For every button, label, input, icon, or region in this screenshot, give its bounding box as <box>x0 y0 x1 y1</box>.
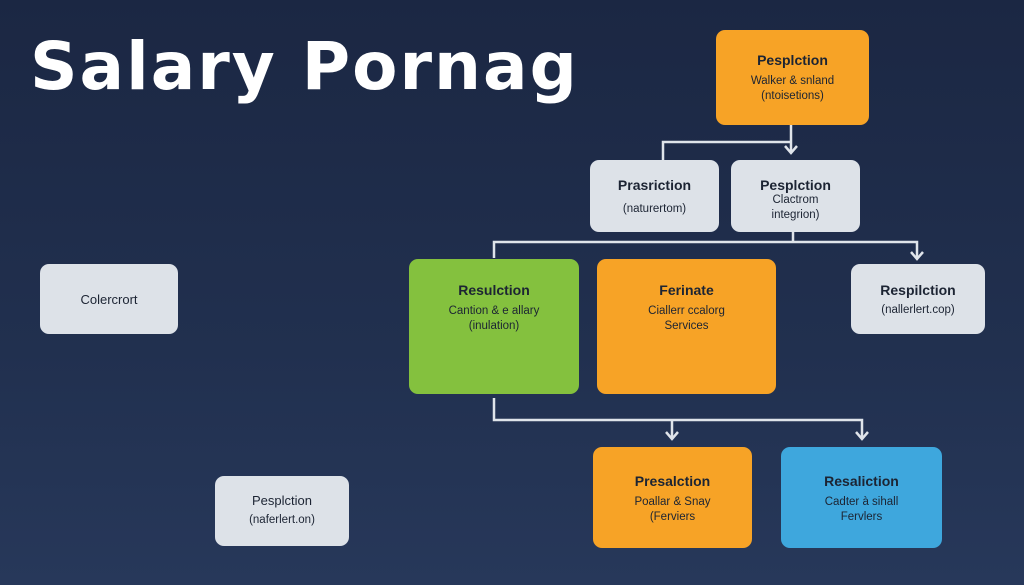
node-text: Cadter à sihall <box>824 496 899 508</box>
node-mid-left: Prasriction (naturertom) <box>590 160 719 232</box>
node-orange-mid: Ferinate Ciallerr ccalorg Services <box>597 259 776 394</box>
node-text: (Ferviers <box>649 511 696 523</box>
node-text: Services <box>664 320 709 332</box>
connector-top <box>661 125 793 160</box>
connector-mid <box>492 232 919 258</box>
node-text: (inulation) <box>468 320 520 332</box>
node-heading: Pesplction <box>252 493 312 508</box>
node-text: (ntoisetions) <box>761 90 824 102</box>
node-text: (naferlert.on) <box>249 514 315 526</box>
node-bottom-left: Pesplction (naferlert.on) <box>215 476 349 546</box>
connector-bottom <box>492 398 864 438</box>
node-bottom-blue: Resaliction Cadter à sihall Fervlers <box>781 447 942 548</box>
arrow-head-icon <box>910 251 924 261</box>
node-text: Ciallerr ccalorg <box>648 305 725 317</box>
node-text: Poallar & Snay <box>634 496 711 508</box>
node-heading: Colercrort <box>80 291 138 307</box>
node-text: (nallerlert.cop) <box>881 304 955 316</box>
node-heading: Resulction <box>458 282 530 298</box>
arrow-head-icon <box>855 431 869 441</box>
node-text: Clactrom <box>772 194 819 206</box>
diagram-title: Salary Pornag <box>30 28 579 105</box>
arrow-head-icon <box>665 431 679 441</box>
node-text: Walker & snland <box>750 75 835 87</box>
node-heading: Presalction <box>634 473 711 489</box>
node-heading: Ferinate <box>659 282 714 298</box>
node-left: Colercrort <box>40 264 178 334</box>
node-bottom-orange: Presalction Poallar & Snay (Ferviers <box>593 447 752 548</box>
node-heading: Pesplction <box>757 52 828 68</box>
node-mid-right: Pesplction Clactrom integrion) <box>731 160 860 232</box>
node-green: Resulction Cantion & e allary (inulation… <box>409 259 579 394</box>
node-right: Respilction (nallerlert.cop) <box>851 264 985 334</box>
node-heading: Resaliction <box>824 473 899 489</box>
node-top: Pesplction Walker & snland (ntoisetions) <box>716 30 869 125</box>
node-heading: Pesplction <box>760 177 831 193</box>
node-text: Fervlers <box>840 511 883 523</box>
arrow-head-icon <box>784 145 798 155</box>
node-text: Cantion & e allary <box>448 305 540 317</box>
node-text: (naturertom) <box>622 203 687 215</box>
node-heading: Prasriction <box>617 177 692 193</box>
node-text: integrion) <box>771 209 820 221</box>
node-heading: Respilction <box>880 282 956 298</box>
